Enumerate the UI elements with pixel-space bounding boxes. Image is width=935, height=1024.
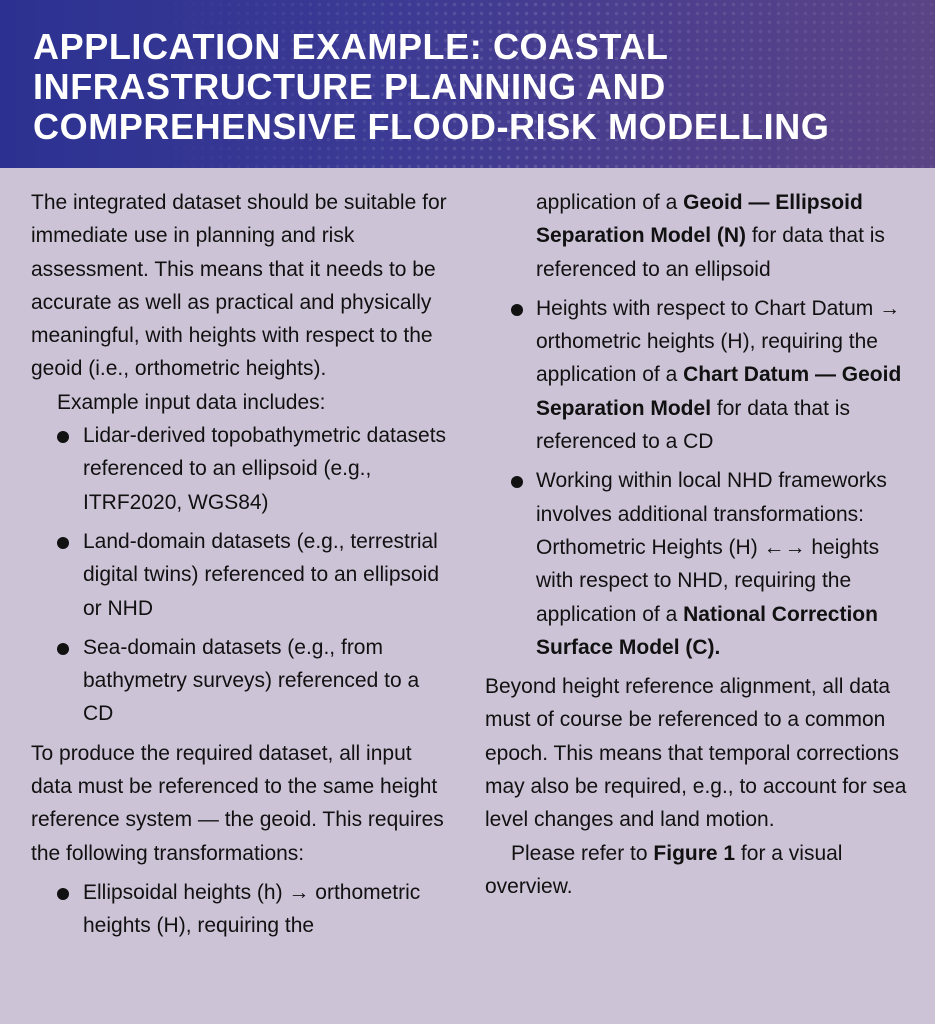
transform-list: Heights with respect to Chart Datum → or… (485, 292, 910, 664)
list-item: Ellipsoidal heights (h) → ortho­metric h… (57, 876, 449, 943)
bullet-icon (57, 642, 69, 655)
list-item-text: Lidar-derived topobathymetric datasets r… (83, 424, 447, 514)
transform-continuation: application of a Geoid — Ellipsoid Separ… (485, 186, 910, 286)
list-item: Heights with respect to Chart Datum → or… (511, 292, 910, 458)
list-item-text: Sea-domain datasets (e.g., from bathymet… (83, 635, 420, 726)
transform-list-start: Ellipsoidal heights (h) → ortho­metric h… (31, 876, 449, 943)
figure-reference: Figure 1 (653, 841, 736, 865)
list-item: Lidar-derived topobathymetric datasets r… (57, 419, 449, 519)
bullet-icon (57, 536, 69, 549)
text-run: Please refer to (511, 841, 654, 865)
bullet-icon (57, 431, 69, 444)
list-item-text: Land-domain datasets (e.g., terrestrial … (83, 529, 440, 620)
list-item: Working within local NHD frame­works inv… (511, 464, 910, 664)
bullet-icon (511, 476, 523, 489)
list-item: Land-domain datasets (e.g., terrestrial … (57, 525, 449, 625)
left-column: The integrated dataset should be suitabl… (31, 186, 449, 949)
header-banner: APPLICATION EXAMPLE: COASTAL INFRASTRUCT… (0, 0, 935, 168)
example-list: Lidar-derived topobathymetric datasets r… (31, 419, 449, 731)
page-title: APPLICATION EXAMPLE: COASTAL INFRASTRUCT… (33, 26, 830, 147)
text-run: for data that is referenced to an ellips… (536, 224, 885, 281)
text-run: application of a (536, 191, 684, 214)
bold-term: National Correction Surface Model (C). (536, 602, 878, 659)
example-label: Example input data includes: (57, 390, 326, 414)
text-run: for data that is referenced to a CD (536, 396, 850, 454)
refer-paragraph: Please refer to Figure 1 for a visual ov… (485, 837, 910, 904)
bold-term: Geoid — Ellipsoid Separation Model (N) (536, 191, 863, 248)
text-run: for a visual overview. (485, 841, 843, 898)
produce-paragraph: To produce the required dataset, all inp… (31, 741, 444, 865)
bullet-icon (57, 887, 69, 900)
list-item-text: Ellipsoidal heights (h) → ortho­metric h… (83, 880, 421, 938)
bold-term: Chart Datum — Geoid Separation Model (536, 363, 902, 420)
beyond-paragraph: Beyond height reference alignment, all d… (485, 675, 907, 832)
text-run: Working within local NHD frame­works inv… (536, 469, 887, 626)
right-column: application of a Geoid — Ellipsoid Separ… (485, 186, 910, 903)
intro-paragraph: The integrated dataset should be suitabl… (31, 191, 447, 381)
bullet-icon (511, 303, 523, 316)
list-item: Sea-domain datasets (e.g., from bathymet… (57, 631, 449, 731)
text-run: Heights with respect to Chart Datum → or… (536, 296, 901, 387)
